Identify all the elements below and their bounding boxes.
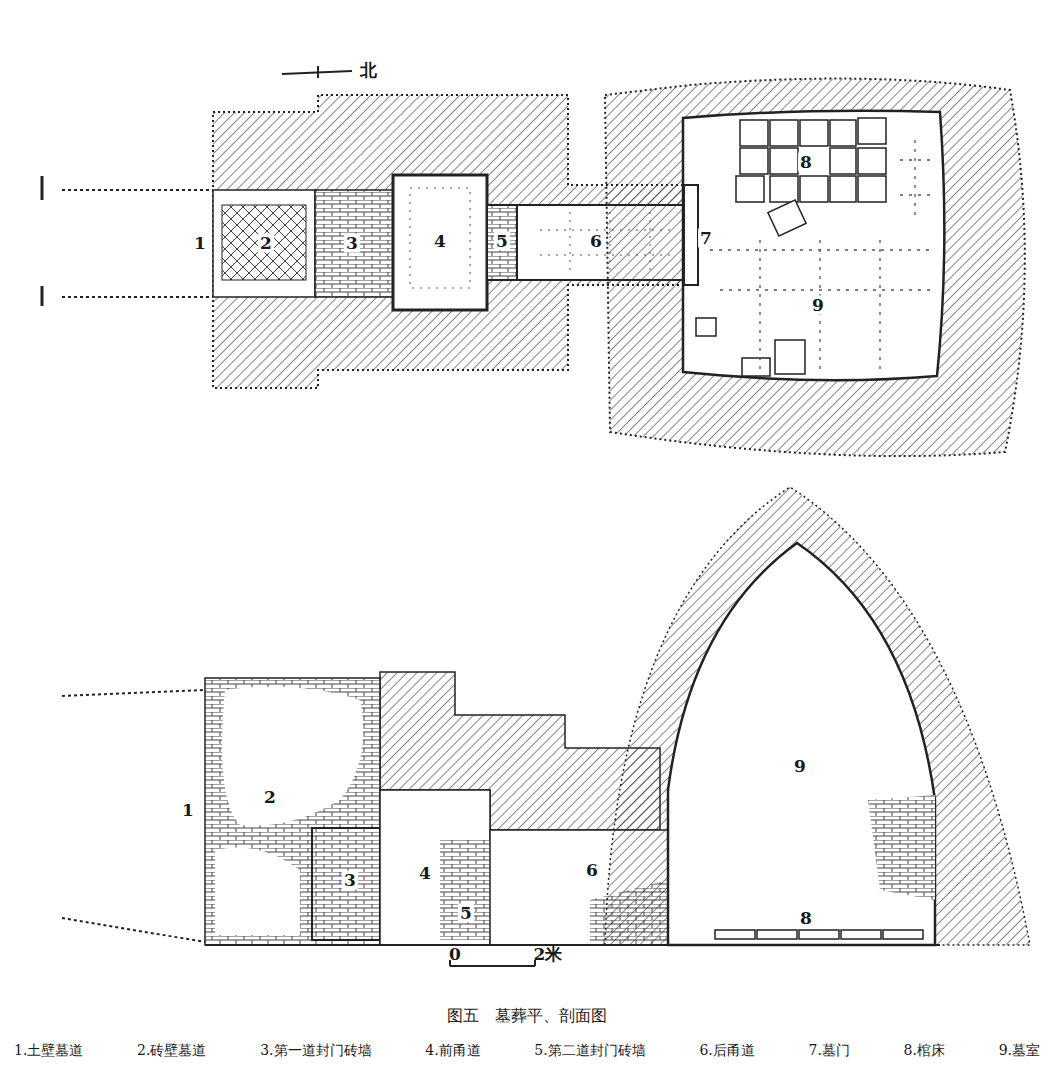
drawing-part xyxy=(450,965,535,967)
drawing-part xyxy=(768,200,806,236)
drawing-part xyxy=(715,930,755,939)
drawing-part xyxy=(770,176,798,202)
drawing-part xyxy=(858,176,886,202)
callout-number: 6 xyxy=(584,861,600,880)
key-item: 2.砖壁墓道 xyxy=(137,1042,206,1060)
drawing-part xyxy=(440,840,490,940)
callout-number: 2 xyxy=(258,234,274,253)
caption-text: 图五 墓葬平、剖面图 xyxy=(447,1006,607,1025)
callout-number: 8 xyxy=(798,909,814,928)
callout-number: 5 xyxy=(494,232,510,251)
key-item: 9.墓室 xyxy=(999,1042,1040,1060)
drawing-part xyxy=(841,930,881,939)
drawing-part xyxy=(684,185,698,285)
key-item: 4.前甬道 xyxy=(425,1042,480,1060)
drawing-part xyxy=(315,190,393,297)
figure-caption: 图五 墓葬平、剖面图 xyxy=(0,1006,1054,1027)
callout-number: 2 xyxy=(262,788,278,807)
drawing-part xyxy=(317,66,319,78)
drawing-part xyxy=(62,189,213,191)
drawing-part xyxy=(380,790,490,945)
drawing-part xyxy=(830,148,856,174)
callout-number: 3 xyxy=(344,234,360,253)
key-item: 5.第二道封门砖墙 xyxy=(534,1042,645,1060)
drawing-part xyxy=(62,918,205,942)
drawing-part xyxy=(858,148,886,174)
drawing-part xyxy=(605,79,1025,457)
callout-number: 1 xyxy=(192,234,208,253)
drawing-part xyxy=(215,848,300,936)
north-label: 北 xyxy=(358,61,379,80)
drawing-part xyxy=(800,120,828,146)
key-row: 1.土壁墓道 2.砖壁墓道 3.第一道封门砖墙 4.前甬道 5.第二道封门砖墙 6.后甬道… xyxy=(14,1042,1040,1060)
callout-number: 1 xyxy=(180,801,196,820)
callout-number: 9 xyxy=(792,757,808,776)
callout-number: 8 xyxy=(798,153,814,172)
drawing-part xyxy=(757,930,797,939)
drawing-part xyxy=(683,111,944,380)
scale-label: 0 xyxy=(447,945,463,964)
key-item: 1.土壁墓道 xyxy=(14,1042,83,1060)
drawing-part xyxy=(41,286,44,306)
drawing-part xyxy=(62,296,213,298)
drawing-part xyxy=(740,148,768,174)
drawing-part xyxy=(487,205,517,280)
drawing-part xyxy=(883,930,923,939)
callout-number: 6 xyxy=(588,232,604,251)
drawing-part xyxy=(605,487,1030,945)
drawing-part xyxy=(830,176,856,202)
drawing-part xyxy=(710,140,935,370)
key-item: 6.后甬道 xyxy=(699,1042,754,1060)
drawing-part xyxy=(770,120,798,146)
drawing-part xyxy=(62,690,205,696)
drawing-part xyxy=(799,930,839,939)
drawing-part xyxy=(222,205,306,280)
drawing-part xyxy=(410,188,470,288)
callout-number: 7 xyxy=(698,229,714,248)
north-arrow xyxy=(282,66,352,78)
scale-label: 2米 xyxy=(532,945,565,964)
section-view xyxy=(62,487,1030,966)
drawing-part xyxy=(715,930,923,939)
callout-number: 4 xyxy=(417,864,433,883)
drawing-part xyxy=(800,176,828,202)
callout-number: 4 xyxy=(432,232,448,251)
drawing-part xyxy=(830,120,856,146)
drawing-part xyxy=(312,828,380,940)
drawing-part xyxy=(868,795,935,900)
callout-number: 5 xyxy=(458,904,474,923)
drawing-part xyxy=(41,176,44,200)
drawing-part xyxy=(213,190,315,297)
drawing-part xyxy=(668,543,935,945)
key-item: 8.棺床 xyxy=(904,1042,945,1060)
drawing-part xyxy=(858,118,886,144)
callout-number: 3 xyxy=(342,871,358,890)
drawing-part xyxy=(205,678,380,945)
drawing-part xyxy=(393,175,487,310)
drawing-part xyxy=(740,120,768,146)
key-item: 7.墓门 xyxy=(808,1042,849,1060)
callout-number: 9 xyxy=(810,296,826,315)
key-item: 3.第一道封门砖墙 xyxy=(260,1042,371,1060)
drawing-part xyxy=(736,176,764,202)
drawing-part xyxy=(222,687,363,826)
drawing-part xyxy=(696,118,886,376)
drawing-part xyxy=(770,148,798,174)
drawing-part xyxy=(696,318,716,336)
drawing-part xyxy=(742,358,770,376)
drawing-part xyxy=(205,944,940,946)
plan-view xyxy=(42,79,1025,457)
drawing-part xyxy=(775,340,805,374)
